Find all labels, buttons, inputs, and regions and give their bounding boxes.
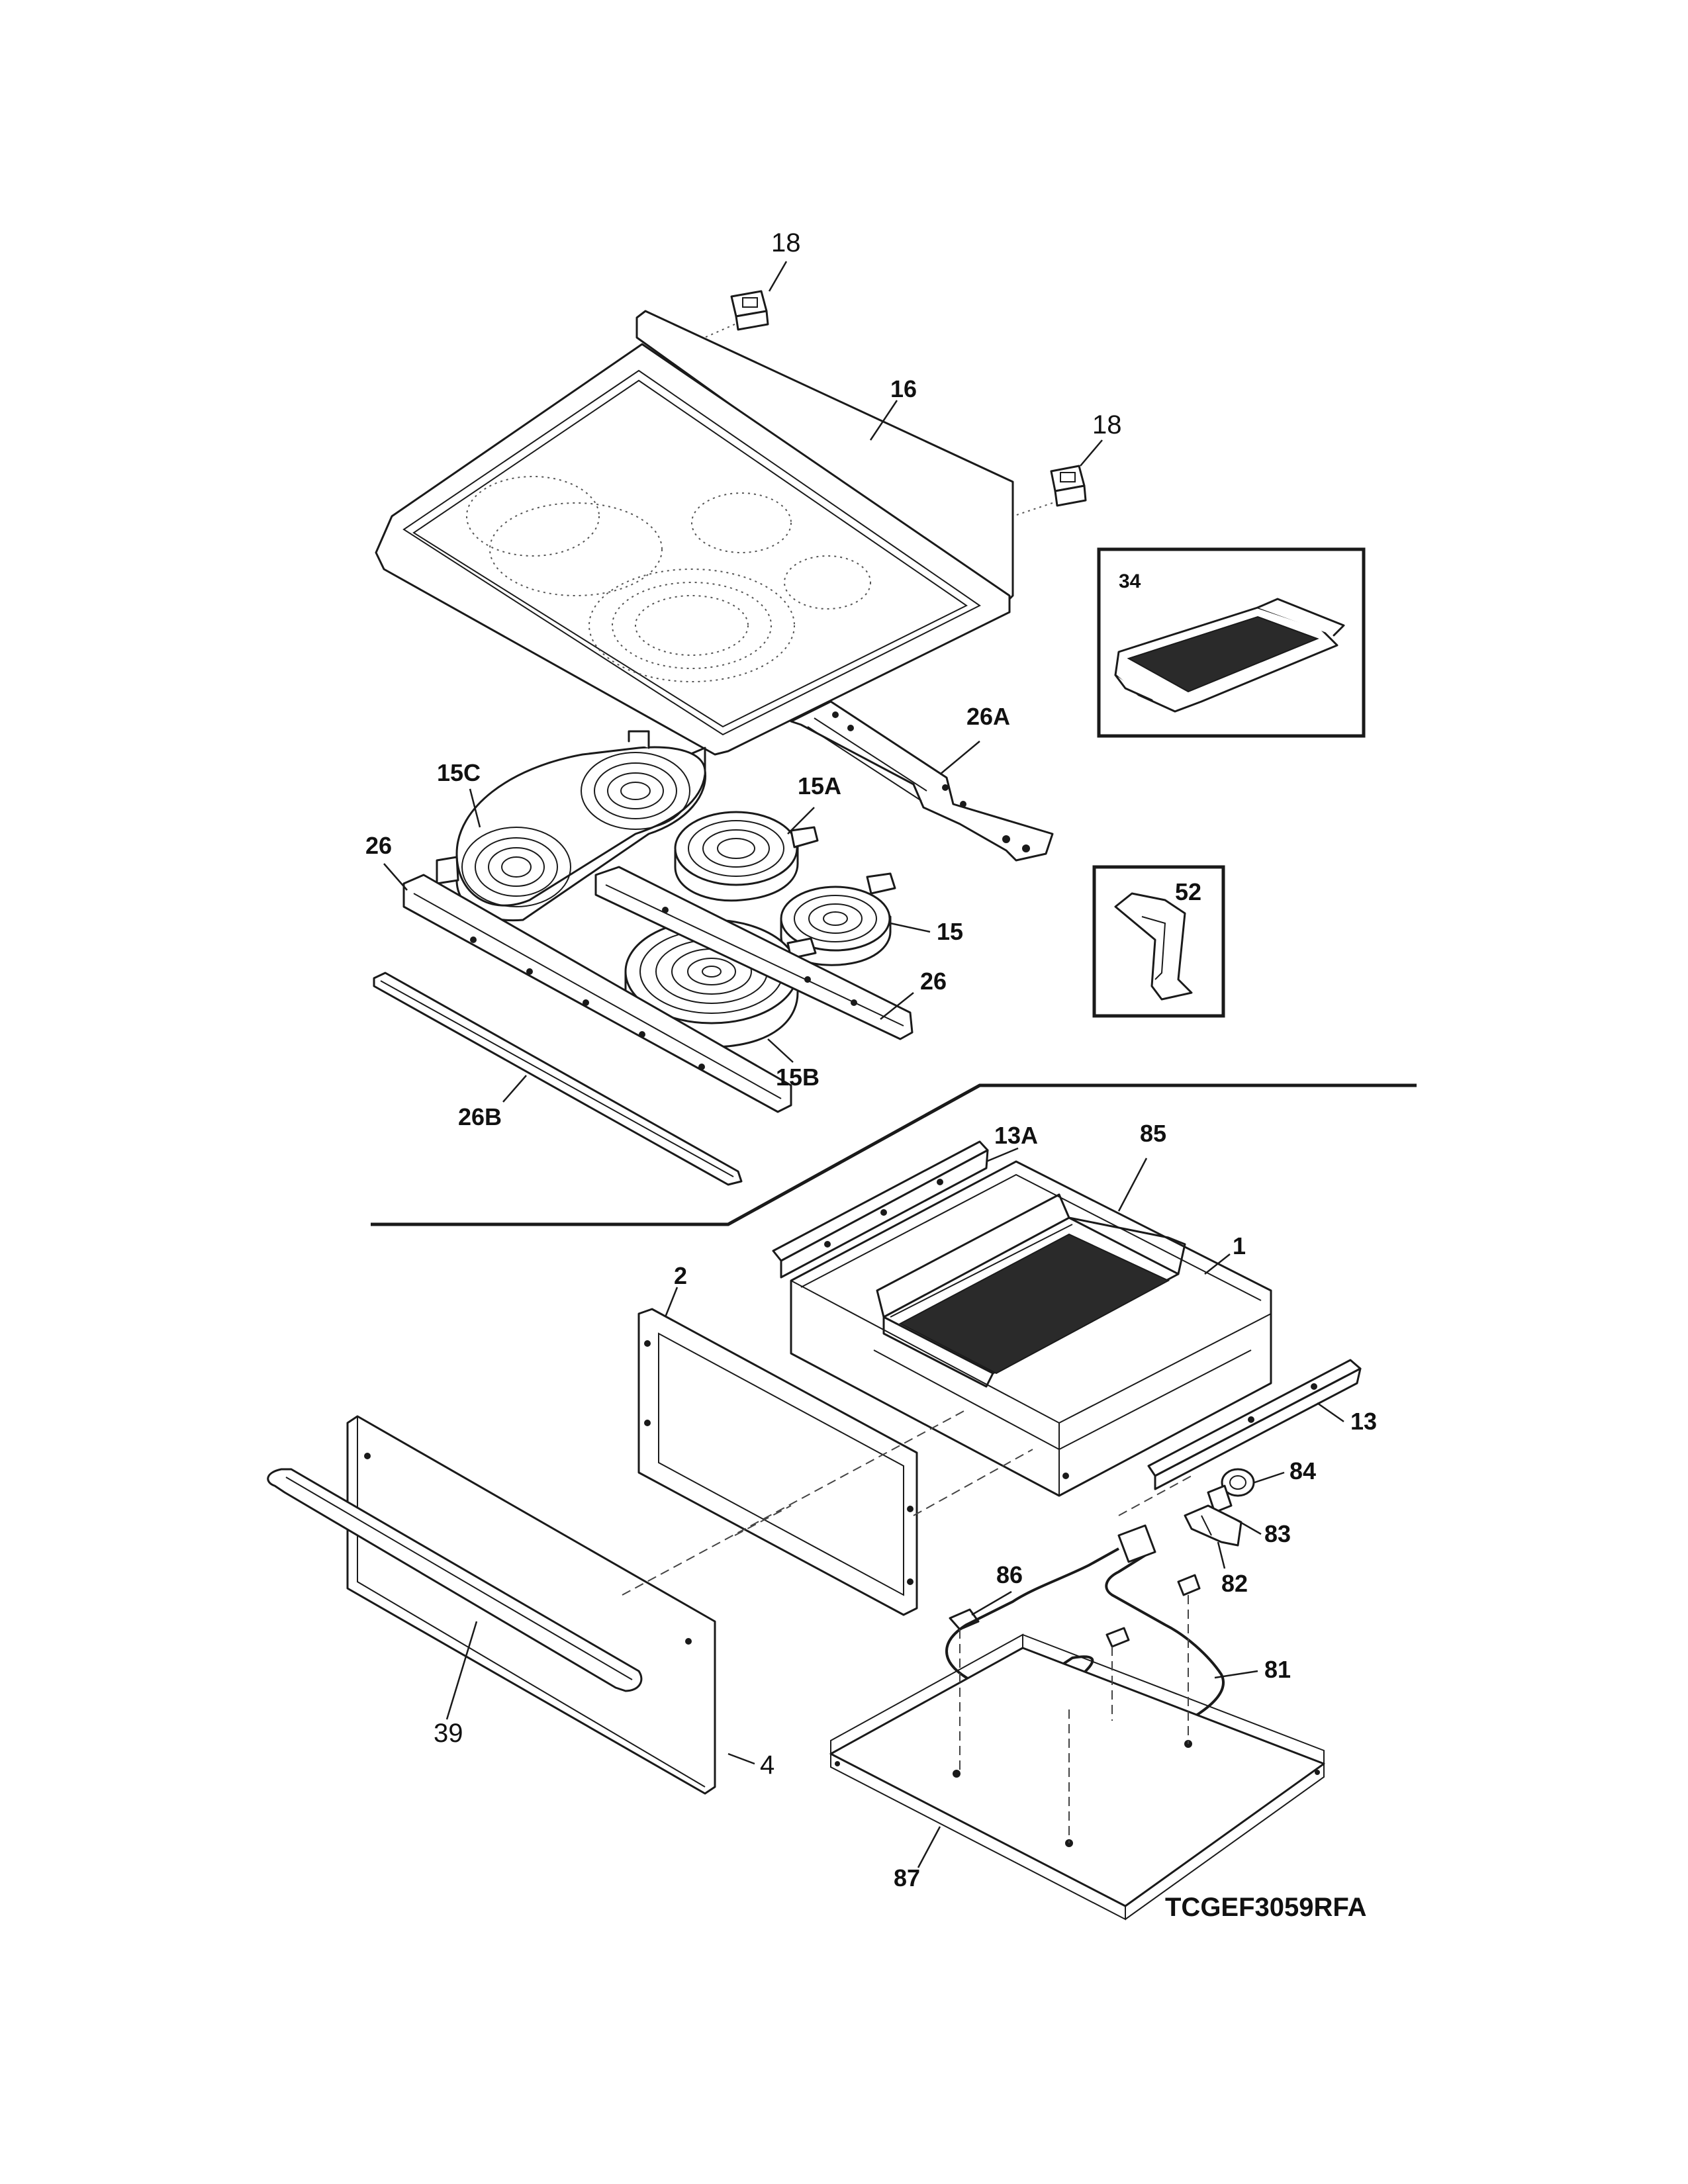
label-18-top: 18 bbox=[771, 228, 801, 257]
drawer-inner-panel bbox=[637, 1308, 918, 1616]
drawer-front-panel bbox=[346, 1415, 716, 1795]
label-4: 4 bbox=[760, 1751, 774, 1780]
front-trim-strip bbox=[373, 972, 743, 1186]
label-16: 16 bbox=[890, 375, 917, 402]
label-26-left: 26 bbox=[365, 832, 392, 859]
griddle-accessory bbox=[1097, 547, 1366, 738]
wire-rack bbox=[876, 1193, 1186, 1388]
label-26A: 26A bbox=[966, 703, 1010, 730]
label-26B: 26B bbox=[458, 1103, 502, 1130]
callout-leaders bbox=[383, 261, 1344, 1868]
label-87: 87 bbox=[894, 1864, 920, 1891]
drawer-slide-rail-right bbox=[1147, 1359, 1362, 1490]
label-13A: 13A bbox=[994, 1122, 1038, 1149]
label-39: 39 bbox=[434, 1719, 463, 1748]
label-86: 86 bbox=[996, 1561, 1023, 1588]
label-15C: 15C bbox=[437, 759, 481, 786]
label-2: 2 bbox=[674, 1262, 687, 1289]
label-15A: 15A bbox=[798, 772, 841, 799]
element-support-rail-rear bbox=[594, 866, 914, 1040]
label-85: 85 bbox=[1140, 1120, 1166, 1147]
callout-labels: 18 16 18 34 26A 15C 15A 26 52 15 26 15B … bbox=[365, 228, 1377, 1922]
drawer-handle bbox=[267, 1468, 643, 1692]
glass-cooktop bbox=[375, 310, 1014, 756]
label-34: 34 bbox=[1119, 570, 1141, 592]
label-52: 52 bbox=[1175, 878, 1201, 905]
drawer-slide-rail-left bbox=[772, 1140, 989, 1279]
label-81: 81 bbox=[1264, 1656, 1291, 1683]
label-82: 82 bbox=[1221, 1570, 1248, 1597]
section-divider bbox=[371, 1083, 1417, 1226]
label-18-right: 18 bbox=[1092, 410, 1122, 439]
trim-clip-left bbox=[730, 290, 769, 331]
thermostat-sensor bbox=[1207, 1468, 1255, 1514]
label-13: 13 bbox=[1350, 1408, 1377, 1435]
trim-clip-right bbox=[1050, 465, 1087, 507]
bracket-accessory bbox=[1092, 865, 1225, 1018]
label-26-right: 26 bbox=[920, 968, 947, 995]
element-support-rail-front bbox=[402, 874, 792, 1113]
label-15: 15 bbox=[937, 918, 963, 945]
terminal-bracket bbox=[790, 700, 1054, 862]
sensor-bracket bbox=[1184, 1504, 1243, 1547]
small-element-15a bbox=[674, 811, 819, 902]
oval-element bbox=[436, 730, 707, 922]
label-84: 84 bbox=[1289, 1457, 1316, 1484]
label-83: 83 bbox=[1264, 1520, 1291, 1547]
drawer-bottom-tray bbox=[829, 1633, 1325, 1921]
label-1: 1 bbox=[1233, 1232, 1246, 1259]
label-15B: 15B bbox=[776, 1064, 820, 1091]
assembly-lines bbox=[622, 1409, 1192, 1843]
diagram-code: TCGEF3059RFA bbox=[1165, 1893, 1367, 1922]
